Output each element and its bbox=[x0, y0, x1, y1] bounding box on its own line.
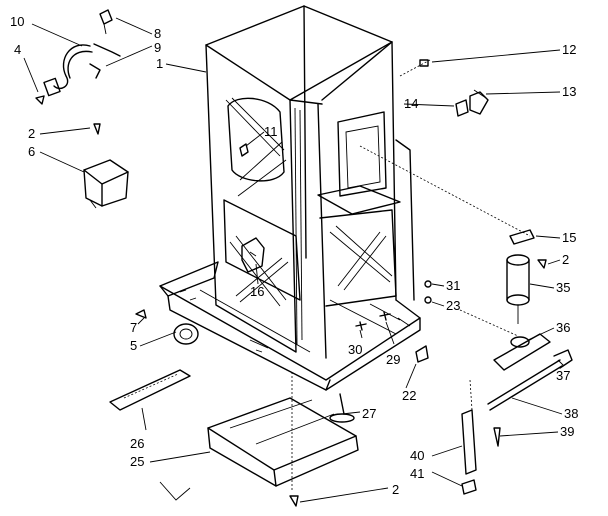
label-2-right: 2 bbox=[562, 252, 569, 267]
part-30-screw bbox=[355, 321, 367, 331]
label-10: 10 bbox=[10, 14, 24, 29]
label-30: 30 bbox=[348, 342, 362, 357]
label-35: 35 bbox=[556, 280, 570, 295]
label-25: 25 bbox=[130, 454, 144, 469]
label-39: 39 bbox=[560, 424, 574, 439]
label-7: 7 bbox=[130, 320, 137, 335]
part-40-bracket bbox=[461, 409, 477, 495]
label-4: 4 bbox=[14, 42, 21, 57]
label-41: 41 bbox=[410, 466, 424, 481]
part-2-screw-upper bbox=[93, 123, 101, 135]
part-12-screw bbox=[419, 59, 429, 67]
part-6-bracket bbox=[83, 159, 129, 209]
part-22-foot bbox=[415, 345, 429, 363]
label-36: 36 bbox=[556, 320, 570, 335]
alignment-lines bbox=[291, 59, 531, 492]
leader-lines bbox=[23, 17, 565, 503]
part-27-leveler bbox=[329, 393, 355, 423]
part-38-rod bbox=[487, 349, 573, 411]
part-labels: 10 4 8 9 1 2 6 11 12 13 14 15 2 16 31 23… bbox=[10, 14, 578, 497]
cabinet-frame bbox=[205, 5, 415, 359]
label-27: 27 bbox=[362, 406, 376, 421]
stray-mark bbox=[159, 481, 191, 501]
label-8: 8 bbox=[154, 26, 161, 41]
label-40: 40 bbox=[410, 448, 424, 463]
label-9: 9 bbox=[154, 40, 161, 55]
label-29: 29 bbox=[386, 352, 400, 367]
part-25-floor-plate bbox=[207, 397, 359, 487]
part-2-screw bbox=[289, 495, 299, 507]
base-frame bbox=[159, 261, 421, 391]
label-5: 5 bbox=[130, 338, 137, 353]
label-11: 11 bbox=[264, 124, 278, 139]
part-26-strip bbox=[109, 369, 191, 411]
part-23-washer bbox=[424, 296, 432, 304]
label-14: 14 bbox=[404, 96, 418, 111]
label-26: 26 bbox=[130, 436, 144, 451]
label-37: 37 bbox=[556, 368, 570, 383]
part-31-nut bbox=[424, 280, 432, 288]
part-39-screw bbox=[493, 427, 501, 447]
label-2-bottom: 2 bbox=[392, 482, 399, 497]
label-16: 16 bbox=[250, 284, 264, 299]
part-11-screw bbox=[239, 143, 249, 157]
part-5-pulley bbox=[173, 323, 199, 345]
part-2-screw-right bbox=[537, 259, 547, 269]
part-10-power-cord bbox=[35, 9, 121, 105]
part-35-capacitor bbox=[506, 254, 530, 324]
label-1: 1 bbox=[156, 56, 163, 71]
part-29-screw bbox=[379, 311, 391, 321]
part-15-bracket bbox=[509, 229, 535, 245]
label-38: 38 bbox=[564, 406, 578, 421]
label-2-upper: 2 bbox=[28, 126, 35, 141]
part-36-clamp bbox=[493, 333, 551, 371]
label-31: 31 bbox=[446, 278, 460, 293]
label-22: 22 bbox=[402, 388, 416, 403]
label-6: 6 bbox=[28, 144, 35, 159]
label-13: 13 bbox=[562, 84, 576, 99]
part-7-screw bbox=[135, 309, 147, 319]
part-16-bracket bbox=[241, 237, 265, 273]
label-15: 15 bbox=[562, 230, 576, 245]
label-12: 12 bbox=[562, 42, 576, 57]
label-23: 23 bbox=[446, 298, 460, 313]
